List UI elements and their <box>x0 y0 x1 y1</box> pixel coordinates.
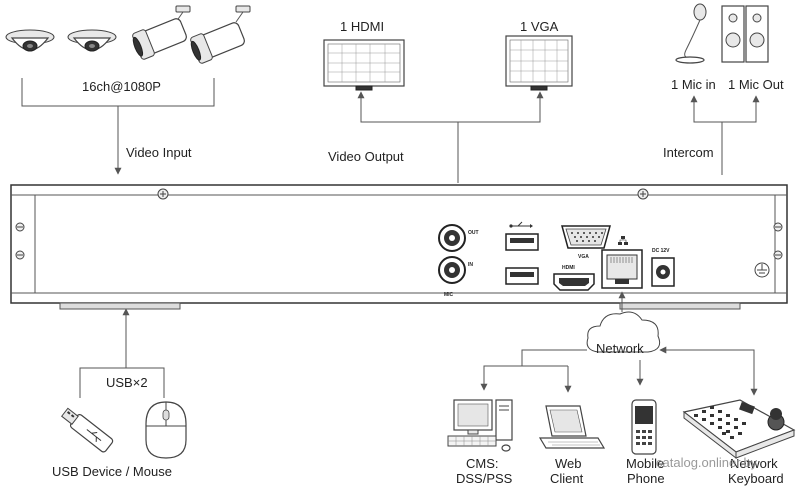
usb-port <box>505 267 539 285</box>
network-symbol-icon <box>618 236 628 245</box>
mouse-icon <box>145 401 187 459</box>
audio-out-port <box>438 224 466 252</box>
keyboard-label-line1: Network <box>730 456 778 471</box>
ground-icon <box>754 262 770 278</box>
usb-device-mouse-label: USB Device / Mouse <box>52 464 172 479</box>
video-output-label: Video Output <box>328 149 404 164</box>
screw-icon <box>637 188 649 200</box>
mobile-label-line2: Phone <box>627 471 665 486</box>
audio-in-label: IN <box>468 262 473 268</box>
dc-power-port <box>651 257 675 287</box>
desktop-computer-icon <box>447 399 513 452</box>
ethernet-port <box>601 249 643 289</box>
audio-in-port <box>438 256 466 284</box>
nvr-rear-panel <box>10 184 788 310</box>
mobile-phone-icon <box>631 399 657 455</box>
cameras-spec-label: 16ch@1080P <box>82 79 161 94</box>
screw-icon <box>15 250 25 260</box>
usb-port <box>505 233 539 251</box>
cms-label-line1: CMS: <box>466 456 499 471</box>
screw-icon <box>773 250 783 260</box>
watermark: catalog.onliner.by <box>656 455 758 470</box>
web-label-line1: Web <box>555 456 582 471</box>
web-label-line2: Client <box>550 471 584 486</box>
network-keyboard-icon <box>682 399 796 460</box>
screw-icon <box>15 222 25 232</box>
vga-monitor-icon <box>505 35 573 91</box>
microphone-icon <box>675 3 707 64</box>
bullet-camera-icon <box>190 5 251 64</box>
intercom-label: Intercom <box>663 145 714 160</box>
laptop-icon <box>538 405 606 449</box>
mic-out-label: 1 Mic Out <box>728 77 784 92</box>
usb-symbol-icon <box>509 221 533 228</box>
mic-in-label: 1 Mic in <box>671 77 716 92</box>
hdmi-label: 1 HDMI <box>340 19 384 34</box>
usb-label: USB×2 <box>106 375 148 390</box>
mic-port-label: MIC <box>444 292 454 298</box>
bullet-camera-icon <box>132 5 191 60</box>
vga-port-label: VGA <box>578 254 589 260</box>
hdmi-port <box>553 273 595 291</box>
screw-icon <box>157 188 169 200</box>
hdmi-monitor-icon <box>323 39 405 91</box>
dome-camera-icon <box>5 29 55 52</box>
usb-flash-drive-icon <box>61 407 114 453</box>
keyboard-label-line2: Keyboard <box>728 471 784 486</box>
dome-camera-icon <box>67 29 117 52</box>
network-cloud-icon <box>586 311 661 353</box>
screw-icon <box>773 222 783 232</box>
network-label: Network <box>596 341 644 356</box>
vga-port <box>561 225 611 249</box>
vga-label: 1 VGA <box>520 19 559 34</box>
mobile-label-line1: Mobile <box>626 456 664 471</box>
cms-label-line2: DSS/PSS <box>456 471 513 486</box>
video-input-label: Video Input <box>126 145 192 160</box>
audio-out-label: OUT <box>468 230 479 236</box>
speaker-icon <box>721 5 769 63</box>
dc-port-label: DC 12V <box>652 248 670 254</box>
hdmi-port-label: HDMI <box>562 265 575 271</box>
